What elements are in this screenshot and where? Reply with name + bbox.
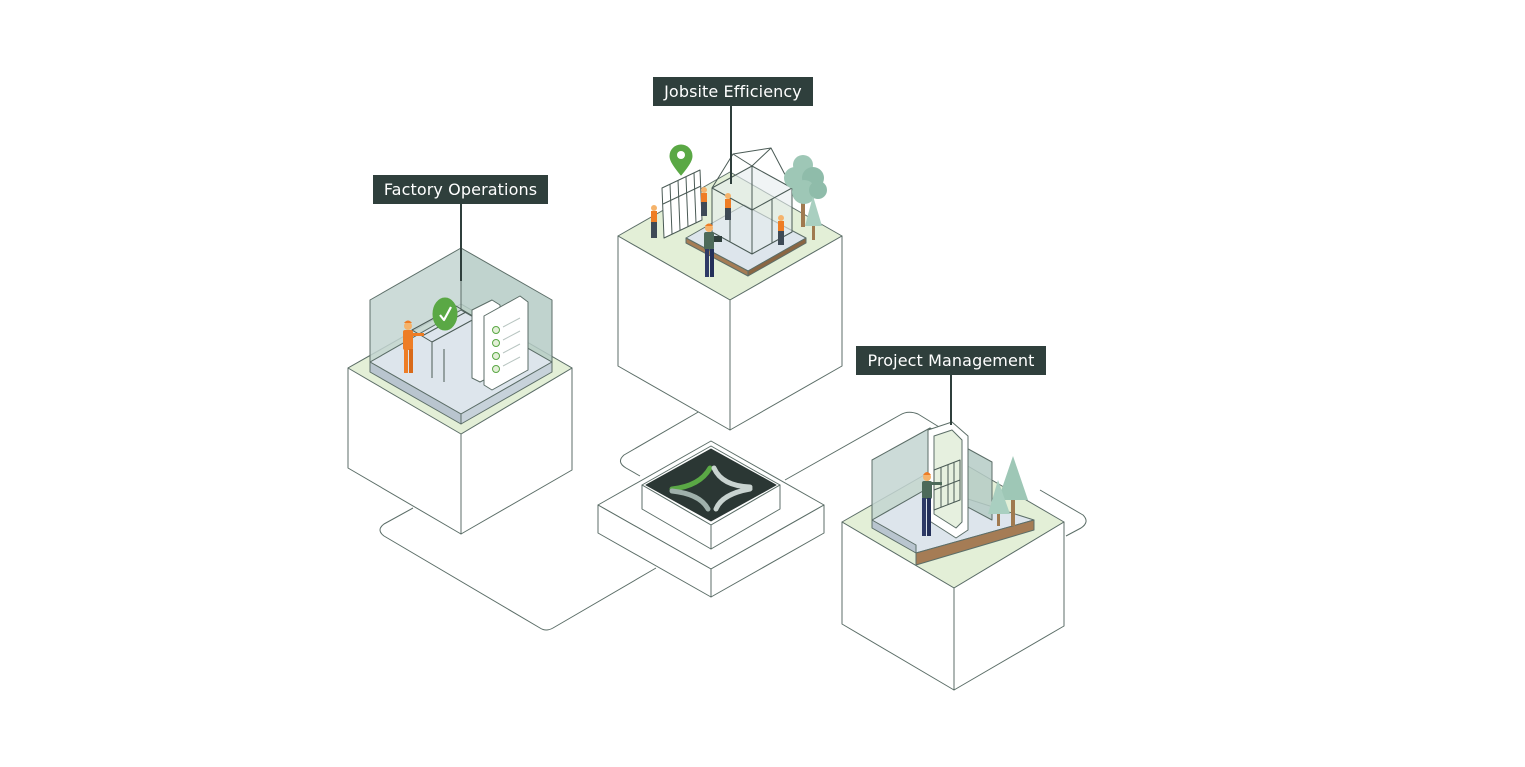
jobsite-efficiency-label: Jobsite Efficiency <box>653 77 813 106</box>
hub-logo-icon <box>669 465 753 512</box>
factory-operations-label: Factory Operations <box>373 175 548 204</box>
connector-path <box>379 507 657 631</box>
connector-path <box>620 410 701 477</box>
hub-logo-tile <box>645 448 777 522</box>
jobsite-worker <box>778 215 784 245</box>
connector-path <box>1039 489 1087 537</box>
jobsite-block <box>617 144 843 431</box>
jobsite-worker <box>701 187 707 216</box>
central-hub <box>597 440 825 598</box>
wall-panel <box>661 169 703 239</box>
mobile-phone-icon <box>927 421 969 539</box>
location-pin-icon <box>669 144 693 176</box>
connector-path <box>784 411 945 481</box>
jobsite-worker <box>651 205 657 238</box>
project-leader-line <box>950 373 952 425</box>
factory-worker <box>403 320 424 373</box>
tree-icon <box>784 155 827 240</box>
check-badge-icon <box>432 297 458 331</box>
project-management-label: Project Management <box>856 346 1046 375</box>
jobsite-worker <box>725 193 731 220</box>
factory-block <box>347 247 573 535</box>
factory-leader-line <box>460 203 462 281</box>
project-block <box>841 421 1065 691</box>
project-worker <box>922 472 942 536</box>
supervisor-with-tablet <box>704 223 722 277</box>
tree-icon <box>988 456 1028 526</box>
jobsite-leader-line <box>730 104 732 184</box>
checklist-phone <box>471 295 529 391</box>
house-frame <box>711 147 793 255</box>
